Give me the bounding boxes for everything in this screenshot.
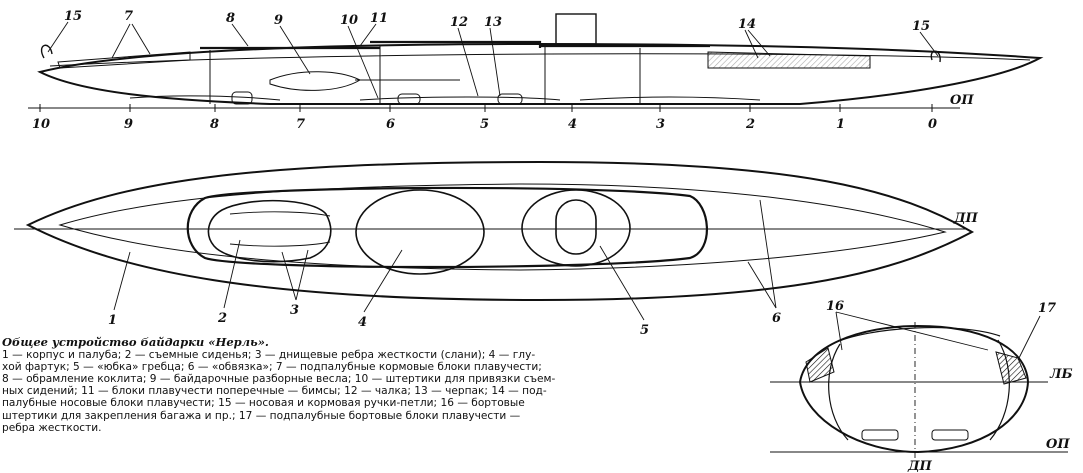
caption-line-3: 8 — обрамление коклита; 9 — байдарочные … bbox=[2, 373, 556, 386]
coaming-frame bbox=[200, 40, 710, 50]
stern-loop bbox=[40, 44, 53, 59]
station-6: 6 bbox=[386, 117, 395, 132]
callout-13: 13 bbox=[484, 15, 502, 30]
callout-1: 1 bbox=[108, 313, 117, 328]
plan-centerline-label: ДП bbox=[953, 211, 979, 226]
caption-title: Общее устройство байдарки «Нерль». bbox=[2, 335, 269, 349]
figure-caption: Общее устройство байдарки «Нерль». 1 — к… bbox=[2, 336, 670, 434]
stern-buoyancy-block bbox=[57, 51, 191, 69]
caption-line-2: хой фартук; 5 — «юбка» гребца; 6 — «обвя… bbox=[2, 361, 542, 374]
section-callouts: 16 17 ЛБ ОП ДП bbox=[826, 299, 1073, 473]
spray-deck bbox=[355, 189, 485, 275]
callout-7: 7 bbox=[124, 9, 133, 24]
callout-15-stern: 15 bbox=[64, 9, 82, 24]
station-4: 4 bbox=[568, 117, 577, 132]
callout-17: 17 bbox=[1038, 301, 1056, 316]
caption-line-1: 1 — корпус и палуба; 2 — съемные сиденья… bbox=[2, 349, 536, 362]
paddle-blade bbox=[269, 71, 362, 91]
plan-callouts: 1 2 3 4 5 6 ДП bbox=[108, 211, 979, 338]
side-callouts: 15 7 8 9 10 11 12 13 14 15 ОП 10 9 8 7 6… bbox=[32, 9, 974, 132]
station-0: 0 bbox=[928, 117, 937, 132]
station-9: 9 bbox=[124, 117, 133, 132]
section-baseline-label: ОП bbox=[1046, 437, 1070, 452]
bottom-frame bbox=[129, 95, 761, 101]
front-seat bbox=[555, 199, 597, 255]
rear-seat bbox=[207, 199, 332, 263]
station-3: 3 bbox=[656, 117, 665, 132]
caption-line-5: палубные носовые блоки плавучести; 15 — … bbox=[2, 397, 525, 410]
station-7: 7 bbox=[296, 117, 305, 132]
station-10: 10 bbox=[32, 117, 50, 132]
deck-hatch-box bbox=[555, 13, 597, 45]
callout-9: 9 bbox=[274, 13, 283, 28]
callout-10: 10 bbox=[340, 13, 358, 28]
callout-15-bow: 15 bbox=[912, 19, 930, 34]
caption-line-7: ребра жесткости. bbox=[2, 421, 102, 434]
callout-16: 16 bbox=[826, 299, 844, 314]
caption-line-6: штертики для закрепления багажа и пр.; 1… bbox=[2, 409, 521, 422]
side-view bbox=[28, 13, 1044, 112]
station-8: 8 bbox=[210, 117, 219, 132]
section-waterline-label: ЛБ bbox=[1049, 367, 1073, 382]
section-hull-outline bbox=[798, 324, 1030, 454]
caption-line-4: ных сидений; 11 — блоки плавучести попер… bbox=[2, 385, 547, 398]
side-baseline-label: ОП bbox=[950, 93, 974, 108]
callout-4: 4 bbox=[358, 315, 367, 330]
callout-8: 8 bbox=[226, 11, 235, 26]
section-view bbox=[770, 311, 1068, 460]
plan-view bbox=[14, 160, 975, 321]
side-deck-line bbox=[49, 53, 1031, 67]
callout-12: 12 bbox=[450, 15, 468, 30]
bow-buoyancy-block bbox=[707, 51, 871, 69]
paddler-skirt bbox=[521, 189, 631, 267]
callout-5: 5 bbox=[640, 323, 649, 338]
callout-6: 6 bbox=[772, 311, 781, 326]
station-5: 5 bbox=[480, 117, 489, 132]
side-block-right bbox=[995, 351, 1027, 385]
station-2: 2 bbox=[745, 117, 755, 132]
plan-hull-outline bbox=[25, 160, 975, 302]
section-deck-arc bbox=[831, 327, 1001, 345]
station-1: 1 bbox=[836, 117, 845, 132]
callout-3: 3 bbox=[290, 303, 299, 318]
section-centerline-label: ДП bbox=[907, 459, 933, 473]
bow-loop bbox=[930, 50, 941, 63]
callout-14: 14 bbox=[738, 17, 756, 32]
cockpit-coaming bbox=[186, 186, 708, 269]
callout-11: 11 bbox=[370, 11, 388, 26]
side-block-left bbox=[805, 347, 835, 383]
callout-2: 2 bbox=[217, 311, 227, 326]
plan-deck-line bbox=[58, 183, 947, 271]
